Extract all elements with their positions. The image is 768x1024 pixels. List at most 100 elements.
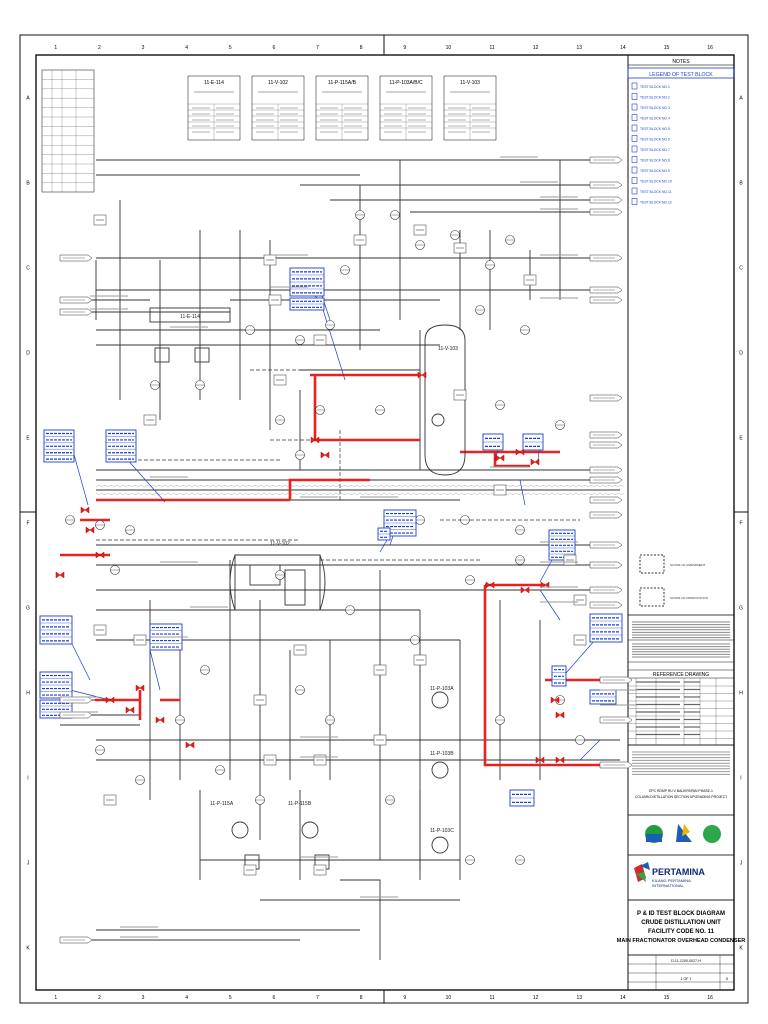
grid-row-label: B xyxy=(739,181,743,187)
grid-col-label: 5 xyxy=(229,45,232,51)
doc-number: D-11-1200-0027-H xyxy=(671,959,701,963)
grid-col-label: 14 xyxy=(620,45,626,51)
motor-icon xyxy=(194,347,210,363)
legend-item: TEST BLOCK NO.10 xyxy=(640,180,672,184)
pump-label-115a: 11-P-115A xyxy=(210,801,234,807)
valve-icon xyxy=(155,716,165,724)
pump-label-103c: 11-P-103C xyxy=(430,828,454,834)
project-line-1: EPC RDMP RU V BALIKPAPAN PHASE-1 xyxy=(649,789,713,793)
drum-label: 11-V-103 xyxy=(438,346,458,352)
pump-label-103a: 11-P-103A xyxy=(430,686,454,692)
company-name: PERTAMINA xyxy=(652,867,705,877)
scope-modification-label: SCOPE OF MODIFICATION xyxy=(670,596,708,600)
pumps: 11-P-115A 11-P-115B 11-P-103A 11-P-103B … xyxy=(154,347,454,870)
grid-col-label: 8 xyxy=(360,995,363,1001)
test-block-tags xyxy=(39,267,623,807)
legend-symbol xyxy=(631,93,638,100)
pump-11-P-103C-icon xyxy=(431,836,449,854)
grid-row-label: J xyxy=(740,861,743,867)
legend-symbol xyxy=(631,198,638,205)
exchanger-11-E-114 xyxy=(149,307,231,323)
legend-symbol xyxy=(631,166,638,174)
grid-row-label: E xyxy=(26,436,30,442)
legend-item: TEST BLOCK NO.4 xyxy=(640,117,670,121)
valve-icon xyxy=(80,506,90,514)
notes-title: NOTES xyxy=(672,59,690,65)
instrument-bubbles xyxy=(65,210,585,865)
company-sub-1: KILANG PERTAMINA xyxy=(652,878,691,883)
legend-symbol xyxy=(631,187,638,195)
legend-item: TEST BLOCK NO.7 xyxy=(640,148,670,152)
grid-col-label: 14 xyxy=(620,995,626,1001)
grid-col-label: 12 xyxy=(533,995,539,1001)
company-sub-2: INTERNATIONAL xyxy=(652,883,684,888)
grid-col-label: 15 xyxy=(664,45,670,51)
legend-symbol xyxy=(631,156,638,163)
grid-row-label: D xyxy=(26,351,30,357)
legend-symbol xyxy=(631,124,638,132)
valve-icon xyxy=(125,706,135,714)
grid-row-label: A xyxy=(26,96,30,102)
grid-col-label: 12 xyxy=(533,45,539,51)
title-line-4: MAIN FRACTIONATOR OVERHEAD CONDENSER xyxy=(617,938,745,944)
line-labels xyxy=(60,156,638,938)
grid-row-label: K xyxy=(26,946,30,952)
valve-icon xyxy=(55,571,65,579)
grid-col-label: 15 xyxy=(664,995,670,1001)
scope-amendment-symbol xyxy=(639,554,665,574)
grid-col-label: 1 xyxy=(54,45,57,51)
grid-col-label: 13 xyxy=(577,45,583,51)
grid-col-label: 1 xyxy=(54,995,57,1001)
valve-icon xyxy=(485,581,495,589)
valve-icon xyxy=(105,696,115,704)
inner-frame xyxy=(35,54,735,991)
header-equipment-label: 11-E-114 xyxy=(204,80,224,86)
vessel-11-V-102 xyxy=(234,554,321,611)
legend-item: TEST BLOCK NO.9 xyxy=(640,169,670,173)
valve-icon xyxy=(555,756,565,764)
grid-col-label: 13 xyxy=(577,995,583,1001)
valve-icon xyxy=(185,741,195,749)
grid-col-label: 4 xyxy=(185,45,188,51)
legend-item: TEST BLOCK NO.6 xyxy=(640,138,670,142)
valve-icon xyxy=(555,711,565,719)
legend-item: TEST BLOCK NO.12 xyxy=(640,201,672,205)
valve-icon xyxy=(520,586,530,594)
pump-11-P-103A-icon xyxy=(431,691,449,709)
legend-symbol xyxy=(631,145,638,153)
valve-icon xyxy=(310,436,320,444)
grid-col-label: 2 xyxy=(98,995,101,1001)
grid-row-label: I xyxy=(740,776,741,782)
header-equipment-label: 11-V-103 xyxy=(460,80,480,86)
legend-item: TEST BLOCK NO.11 xyxy=(640,190,672,194)
legend-symbol xyxy=(631,103,638,111)
partner-logos xyxy=(627,814,735,856)
valve-icon xyxy=(535,756,545,764)
grid-row-label: H xyxy=(26,691,30,697)
grid-row-label: C xyxy=(26,266,30,272)
revision-table xyxy=(41,69,95,193)
pump-11-P-103B-icon xyxy=(431,761,449,779)
grid-col-label: 16 xyxy=(707,995,713,1001)
grid-col-label: 3 xyxy=(142,45,145,51)
hatched-band xyxy=(95,485,625,495)
header-equipment-label: 11-P-115A/B xyxy=(328,80,357,86)
title-line-3: FACILITY CODE NO. 11 xyxy=(648,929,715,935)
reference-drawing-table: REFERENCE DRAWING xyxy=(627,614,735,746)
header-equipment-label: 11-V-102 xyxy=(268,80,288,86)
instrument-boxes xyxy=(93,214,587,876)
valve-icon xyxy=(85,526,95,534)
valve-icon xyxy=(530,458,540,466)
valve-icon xyxy=(320,451,330,459)
legend-symbol xyxy=(631,82,638,90)
legend-item: TEST BLOCK NO.3 xyxy=(640,106,670,110)
grid-col-label: 9 xyxy=(403,995,406,1001)
grid-col-label: 7 xyxy=(316,45,319,51)
legend-symbol xyxy=(631,177,638,184)
grid-col-label: 11 xyxy=(489,995,494,1001)
valve-icon xyxy=(135,684,145,692)
